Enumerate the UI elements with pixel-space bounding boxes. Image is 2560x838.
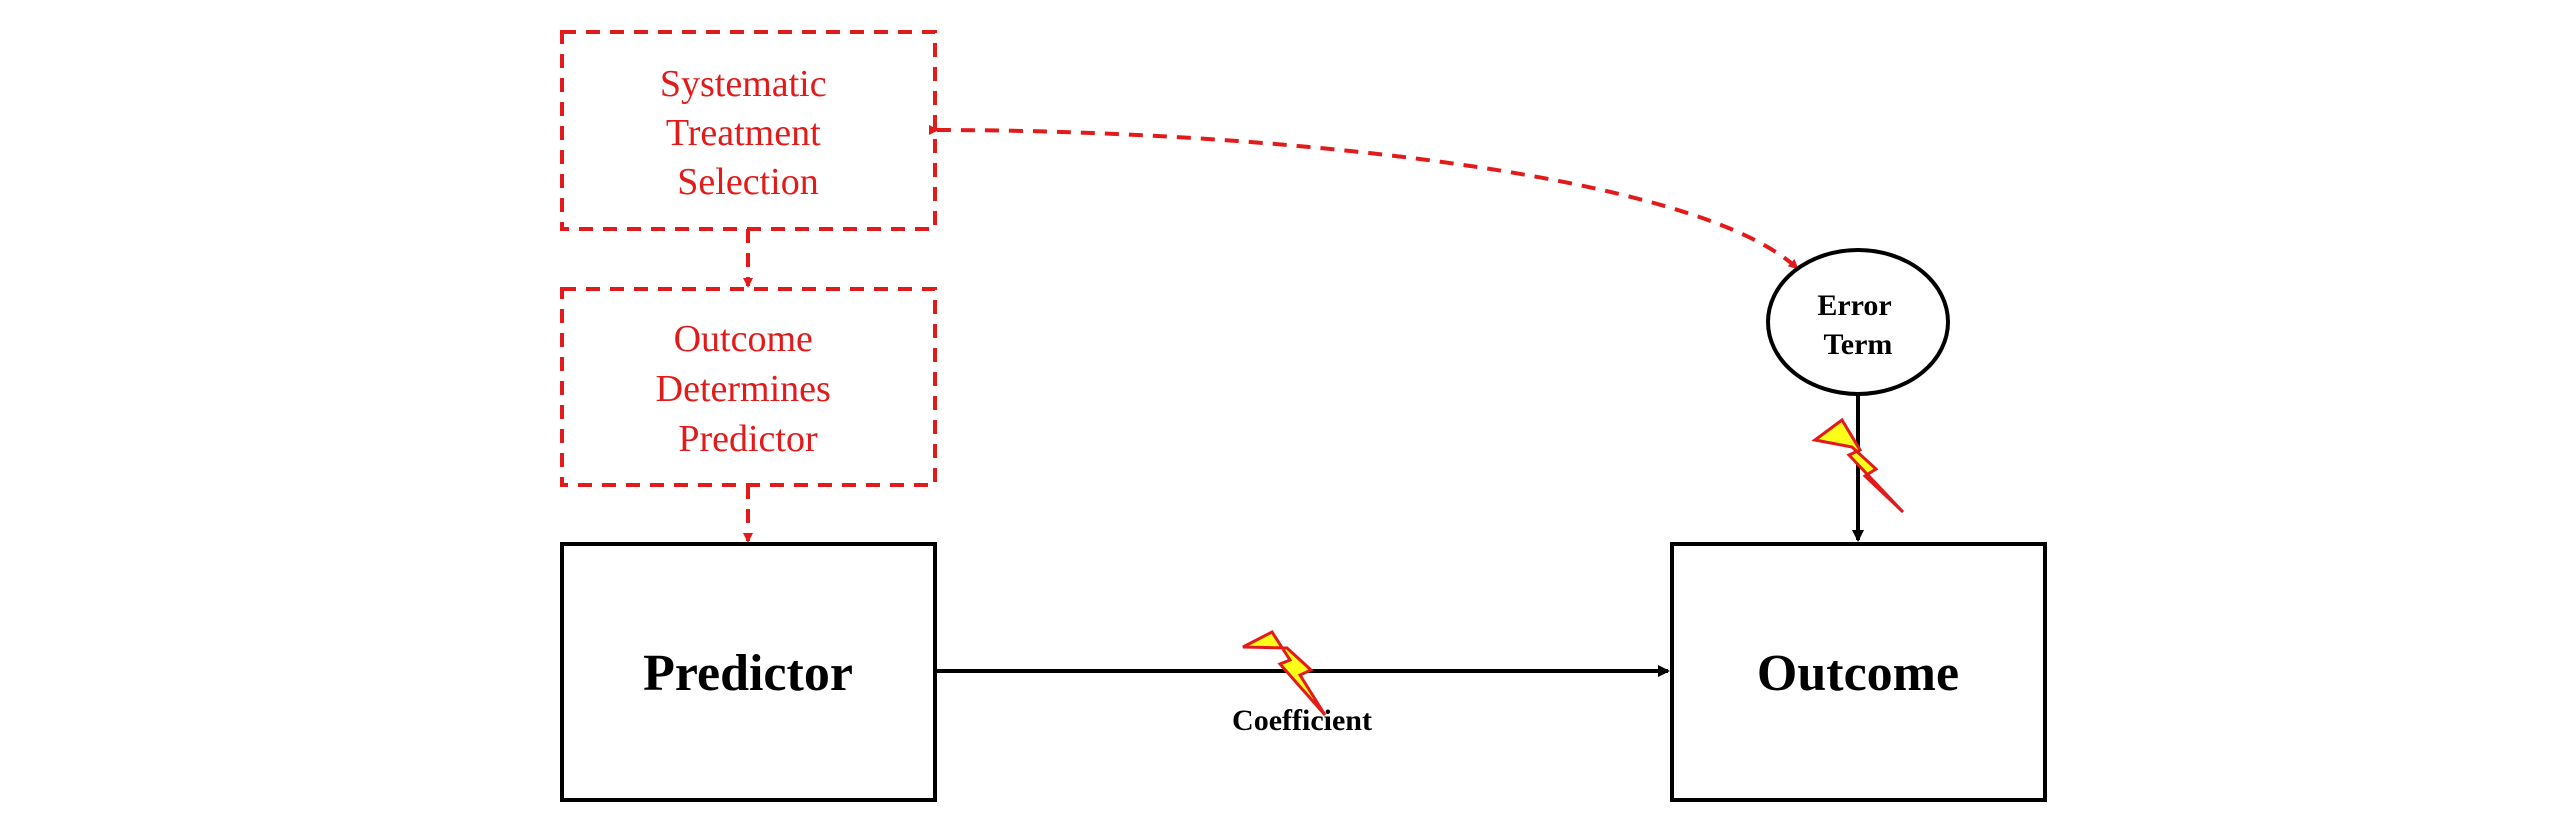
error-line-1: Error [1817,289,1891,322]
error-term-label: Error Term [1817,289,1898,361]
error-term-node: Error Term [1766,248,1950,396]
predictor-box [560,542,937,802]
outcome-label: Outcome [1757,645,1959,702]
outcome-determines-predictor-label: Outcome Determines Predictor [656,318,841,460]
systematic-line-3: Selection [677,161,818,203]
outcome-determines-predictor-node: Outcome Determines Predictor [560,287,937,487]
predictor-node: Predictor [560,542,937,802]
outcome-box [1670,542,2047,802]
determines-line-1: Outcome [674,318,813,360]
arrow-systematic-error-correlation [928,124,1799,270]
predictor-label: Predictor [643,645,853,702]
error-line-2: Term [1824,328,1893,361]
systematic-treatment-selection-node: Systematic Treatment Selection [560,30,937,231]
systematic-line-1: Systematic [660,63,827,105]
lightning-bolt-icon [1811,417,1905,514]
lightning-bolt-icon [1242,630,1327,716]
error-term-ellipse [1766,248,1950,396]
systematic-treatment-selection-box [560,30,937,231]
determines-line-2: Determines [656,368,831,410]
systematic-treatment-selection-label: Systematic Treatment Selection [660,63,836,203]
outcome-node: Outcome [1670,542,2047,802]
systematic-line-2: Treatment [666,112,821,154]
coefficient-label: Coefficient [1232,704,1372,737]
determines-line-3: Predictor [678,418,818,460]
outcome-determines-predictor-box [560,287,937,487]
